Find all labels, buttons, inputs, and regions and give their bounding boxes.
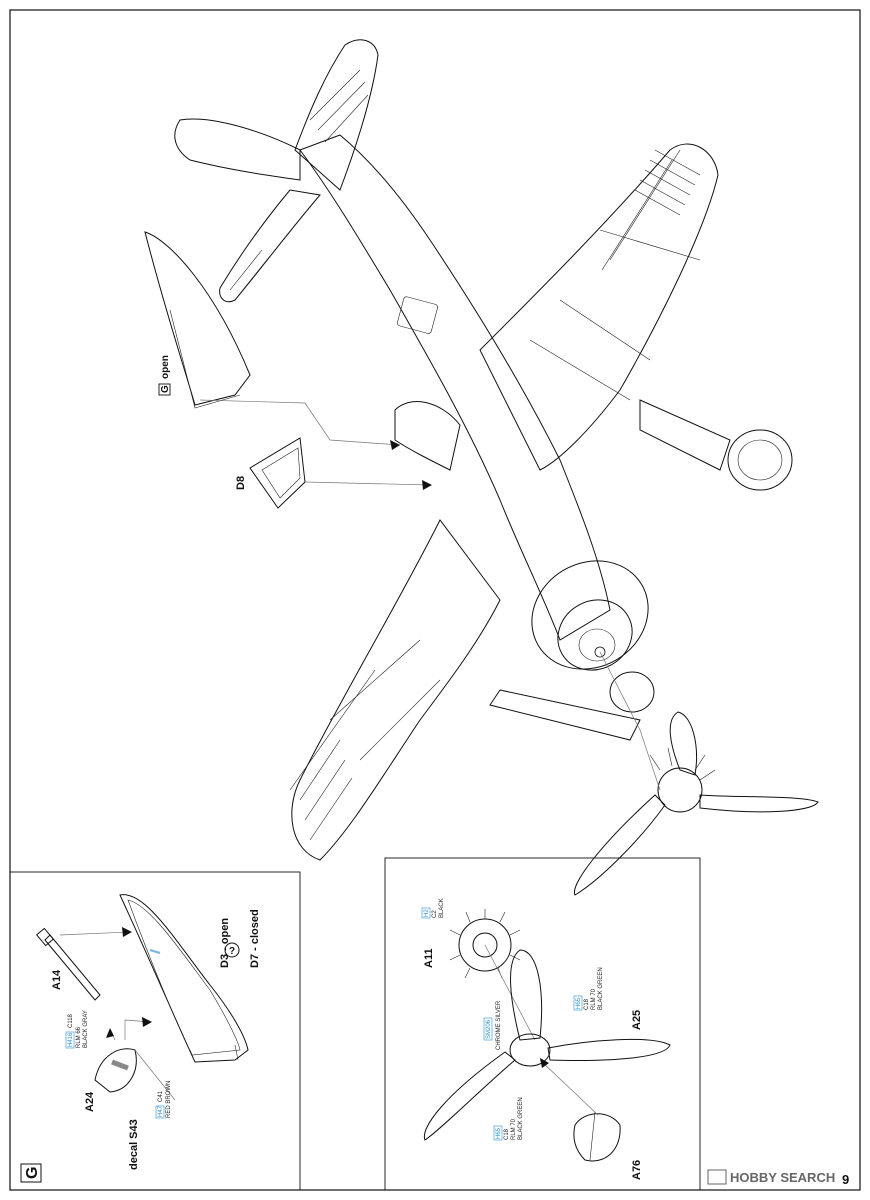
decal-label-s43: decal S43 [128,1119,140,1170]
paint-code-c2: H2 C2 BLACK [421,898,445,919]
option-choice-symbol: ? [229,946,235,957]
paint-code-c18-upper: H65 C18 RLM 70 BLACK GREEN [573,967,604,1011]
part-label-a24: A24 [84,1091,96,1112]
canopy-step-marker: G [160,385,171,393]
svg-text:SM206: SM206 [486,1019,492,1039]
page-number: 9 [842,1172,849,1187]
svg-text:BLACK GREEN: BLACK GREEN [518,1097,524,1140]
svg-text:H65: H65 [496,1127,502,1139]
canopy-state-label: open [160,355,171,379]
paint-code-c18-lower: H65 C18 RLM 70 BLACK GREEN [493,1097,524,1141]
option-d3-open: D3 - open [219,918,231,968]
svg-text:C118: C118 [68,1013,74,1028]
part-label-a25: A25 [631,1010,643,1030]
svg-text:HOBBY SEARCH: HOBBY SEARCH [730,1170,835,1185]
part-d8 [249,437,432,509]
svg-text:CHROME SILVER: CHROME SILVER [496,1000,502,1050]
page-frame [9,9,861,1191]
option-d7-closed: D7 - closed [249,909,261,968]
svg-text:BLACK GRAY: BLACK GRAY [83,1010,89,1048]
svg-text:BLACK GREEN: BLACK GREEN [598,967,604,1010]
hobby-search-watermark: HOBBY SEARCH [707,1169,835,1185]
right-detail-panel [384,857,701,1191]
left-panel-step-marker: G [24,1167,41,1179]
paint-code-c118: H416 C118 RLM 66 BLACK GRAY [65,1010,89,1049]
svg-text:H2: H2 [424,909,430,917]
svg-text:C18: C18 [504,1128,510,1140]
canopy-part [144,231,401,450]
svg-text:RED BROWN: RED BROWN [166,1081,172,1118]
paint-code-sm206: SM206 CHROME SILVER [483,1000,502,1050]
part-label-a14: A14 [51,969,63,990]
svg-text:C2: C2 [432,910,438,918]
part-label-d8: D8 [235,476,247,490]
aircraft-main-view [174,39,819,896]
svg-text:H65: H65 [576,997,582,1009]
left-detail-panel [9,871,301,1191]
part-label-a76: A76 [631,1160,643,1180]
svg-text:RLM 66: RLM 66 [76,1026,82,1048]
svg-text:H47: H47 [158,1105,164,1117]
svg-text:C18: C18 [584,998,590,1010]
svg-text:C41: C41 [158,1090,164,1102]
svg-text:H416: H416 [68,1032,74,1047]
svg-text:BLACK: BLACK [439,898,445,918]
part-label-a11: A11 [423,948,435,968]
svg-text:RLM 70: RLM 70 [511,1118,517,1140]
svg-text:RLM 70: RLM 70 [591,988,597,1010]
main-propeller [573,711,819,896]
paint-code-c41: H47 C41 RED BROWN [155,1081,172,1119]
